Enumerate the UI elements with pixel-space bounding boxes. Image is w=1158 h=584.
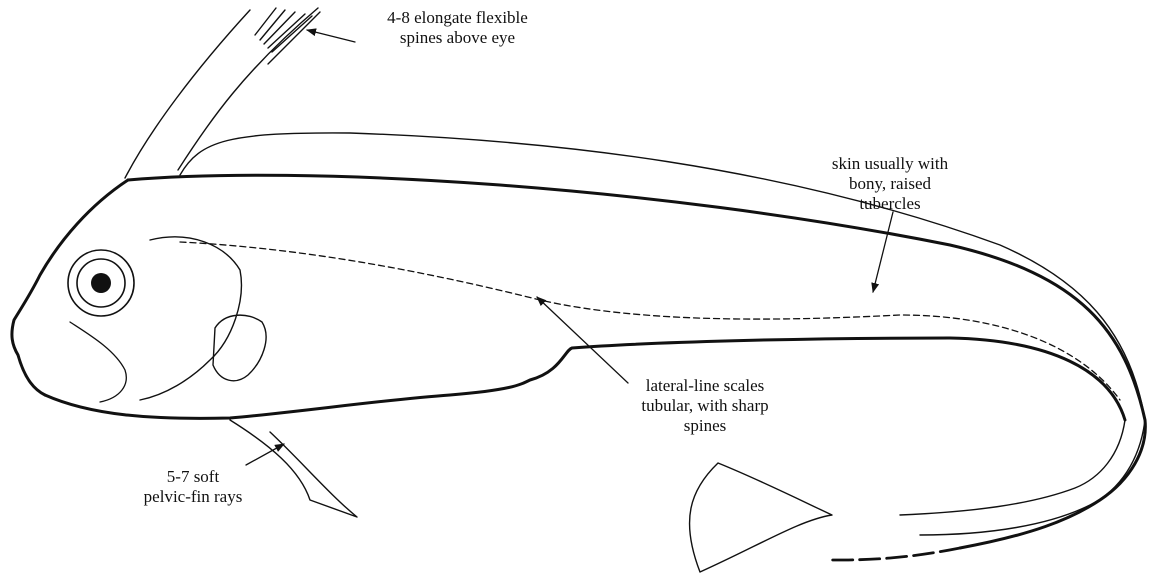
belly xyxy=(45,338,1125,420)
tail-filament xyxy=(830,548,960,560)
pupil xyxy=(91,273,111,293)
label-line: tubular, with sharp xyxy=(615,396,795,416)
tail-inner xyxy=(920,420,1145,535)
label-spines-above-eye: 4-8 elongate flexible spines above eye xyxy=(355,8,560,48)
label-skin-tubercles: skin usually with bony, raised tubercles xyxy=(800,154,980,214)
label-line: lateral-line scales xyxy=(615,376,795,396)
label-line: spines above eye xyxy=(355,28,560,48)
label-line: tubercles xyxy=(800,194,980,214)
label-line: spines xyxy=(615,416,795,436)
label-line: 4-8 elongate flexible xyxy=(355,8,560,28)
anal-fin-edge xyxy=(900,420,1125,515)
label-line: skin usually with xyxy=(800,154,980,174)
label-line: 5-7 soft xyxy=(128,467,258,487)
label-line: pelvic-fin rays xyxy=(128,487,258,507)
label-line: bony, raised xyxy=(800,174,980,194)
head-front xyxy=(12,180,128,395)
tail-lobe xyxy=(690,463,832,572)
body-outline xyxy=(128,175,1145,548)
arrow-spines xyxy=(307,30,355,42)
label-pelvic-rays: 5-7 soft pelvic-fin rays xyxy=(128,467,258,507)
cheek xyxy=(70,322,126,402)
label-lateral-line: lateral-line scales tubular, with sharp … xyxy=(615,376,795,436)
arrow-skin xyxy=(873,212,893,292)
head-spines xyxy=(125,8,320,178)
